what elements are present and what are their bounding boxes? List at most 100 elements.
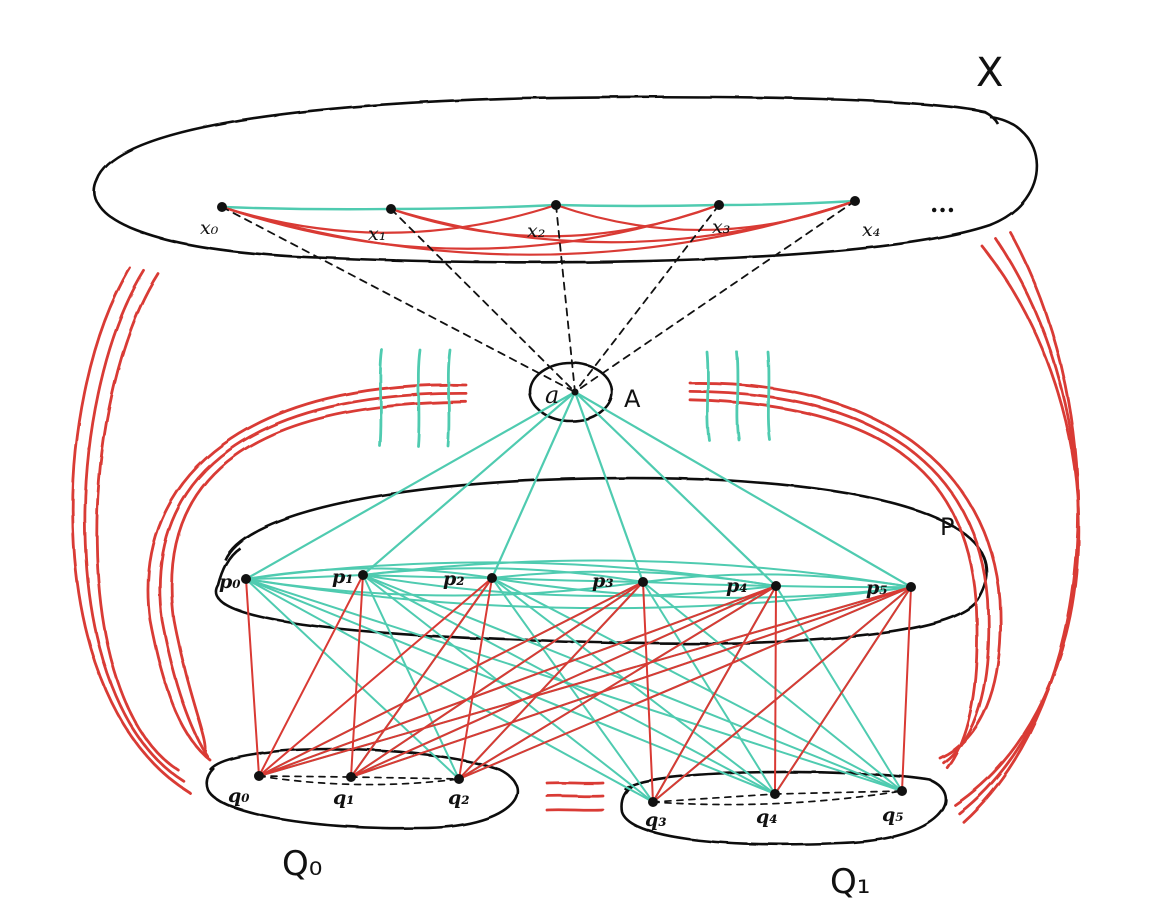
node-q2-label: q₂ — [448, 787, 470, 809]
edge-red-p5-q1 — [350, 586, 912, 778]
node-q3 — [648, 797, 658, 807]
edge-red-p5-q5 — [901, 586, 912, 792]
edge-teal-a-p2 — [490, 390, 577, 580]
bundle-left-inner-red-1 — [158, 391, 468, 758]
node-x2 — [551, 200, 561, 210]
edge-bundles — [71, 230, 1081, 824]
edge-dashed-x4-a — [574, 200, 856, 393]
edge-teal-p0-q4 — [245, 578, 776, 795]
node-q4 — [770, 789, 780, 799]
edge-red-p1-q0 — [258, 574, 364, 777]
edge-dashed-q4-q5 — [774, 790, 903, 795]
edge-teal-p2-p4 — [491, 570, 777, 587]
edge-teal-p4-p5 — [775, 585, 912, 589]
edge-dashed-q3-q5 — [652, 790, 903, 806]
bundle-right-teal-2 — [766, 350, 772, 442]
node-q4-label: q₄ — [756, 806, 778, 828]
node-x3-label: x₃ — [712, 216, 730, 238]
edge-red-p5-q2 — [458, 586, 912, 780]
edge-teal-a-p3 — [573, 390, 645, 584]
node-p0-label: p₀ — [219, 571, 241, 593]
set-q0-label: Q₀ — [282, 844, 322, 884]
edge-teal-p2-q3 — [491, 577, 654, 803]
edge-teal-p2-p3 — [491, 577, 644, 583]
edge-layer — [220, 199, 913, 806]
edge-red-p4-q1 — [350, 585, 777, 778]
edge-red-p4-q0 — [258, 585, 777, 777]
bundle-left-outer-red-2 — [95, 272, 181, 772]
edge-teal-p0-q3 — [245, 578, 654, 803]
node-x4 — [850, 196, 860, 206]
set-q0-outline — [205, 747, 519, 830]
bundle-left-outer-red-0 — [71, 266, 192, 795]
node-p3 — [638, 577, 648, 587]
edge-teal-p3-q5 — [642, 581, 903, 792]
node-q3-label: q₃ — [645, 809, 667, 831]
set-q1-outline — [620, 770, 948, 846]
edge-red-p2-q2 — [458, 577, 493, 780]
edge-teal-p1-q5 — [362, 574, 903, 792]
set-outlines — [92, 95, 1039, 846]
edge-teal-p1-p4 — [362, 574, 777, 597]
edge-teal-p0-p1 — [245, 574, 364, 580]
edge-red-p2-q1 — [350, 577, 493, 778]
edge-teal-p2-p5 — [491, 577, 912, 599]
node-p0 — [241, 574, 251, 584]
bundle-q0-q1-red-2 — [545, 808, 605, 812]
edge-red-p3-q2 — [458, 581, 644, 780]
edge-teal-p2-q5 — [491, 577, 903, 792]
ellipsis-label: ... — [930, 189, 955, 218]
edge-red-p3-q0 — [258, 581, 644, 777]
node-q5-label: q₅ — [882, 804, 904, 826]
bundle-q0-q1-red-1 — [545, 794, 605, 798]
bundle-right-inner-red-1 — [688, 390, 991, 765]
edge-teal-p4-q5 — [775, 585, 903, 792]
node-p2 — [487, 573, 497, 583]
edge-dashed-x3-a — [574, 204, 720, 393]
bundle-left-inner-red-2 — [170, 400, 468, 755]
node-q1 — [346, 772, 356, 782]
edge-teal-p3-p4 — [642, 581, 777, 587]
node-p5-label: p₅ — [866, 577, 888, 599]
set-p-outline — [214, 476, 989, 645]
edge-teal-p0-p4 — [245, 561, 777, 587]
bundle-right-inner-red-0 — [688, 381, 1003, 760]
node-p1-label: p₁ — [332, 566, 354, 588]
edge-teal-p0-q2 — [245, 578, 460, 780]
set-a-outline — [528, 361, 614, 423]
bundle-right-teal-1 — [735, 350, 741, 442]
node-x1-label: x₁ — [368, 223, 386, 245]
edge-teal-p3-q4 — [642, 581, 776, 795]
node-q2 — [454, 774, 464, 784]
edge-teal-p1-q2 — [362, 574, 460, 780]
bundle-right-teal-0 — [705, 350, 711, 442]
node-q5 — [897, 786, 907, 796]
edge-red-p4-q2 — [458, 585, 777, 780]
edge-teal-x1-x2 — [389, 203, 558, 211]
node-q1-label: q₁ — [333, 787, 355, 809]
edge-red-p1-q1 — [350, 574, 364, 778]
edge-dashed-q0-q1 — [258, 775, 352, 778]
edge-red-p0-q0 — [245, 578, 260, 777]
node-x3 — [714, 200, 724, 210]
edge-red-p5-q0 — [258, 586, 912, 777]
set-a-label: A — [624, 385, 641, 413]
edge-teal-x3-x4 — [717, 199, 857, 207]
edge-teal-a-p4 — [573, 390, 778, 588]
bundle-right-outer-red-2 — [962, 230, 1080, 824]
edge-dashed-q0-q2 — [258, 775, 460, 786]
node-p4-label: p₄ — [726, 575, 748, 597]
edge-red-p2-q0 — [258, 577, 493, 777]
edge-teal-p1-p2 — [362, 574, 493, 579]
edge-teal-p3-p5 — [642, 573, 912, 588]
node-x1 — [386, 204, 396, 214]
label-layer: X A P Q₀ Q₁ a ... x₀ x₁ x₂ x₃ x₄ p₀ p₁ p… — [200, 50, 1003, 902]
edge-teal-a-p5 — [573, 390, 913, 589]
edge-teal-x2-x3 — [554, 203, 721, 208]
edge-teal-p1-q3 — [362, 574, 654, 803]
node-q0-label: q₀ — [228, 785, 250, 807]
edge-dashed-x2-a — [555, 204, 576, 393]
node-p4 — [771, 581, 781, 591]
edge-red-p4-q4 — [774, 585, 777, 795]
